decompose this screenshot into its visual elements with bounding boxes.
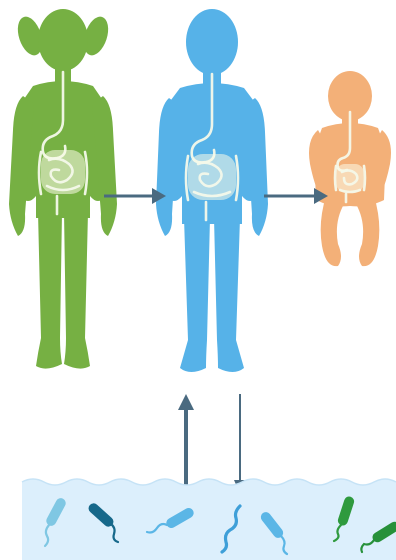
arrow-down-icon [234, 394, 246, 494]
arrow-up-icon [178, 394, 194, 494]
environment-water [22, 479, 396, 560]
